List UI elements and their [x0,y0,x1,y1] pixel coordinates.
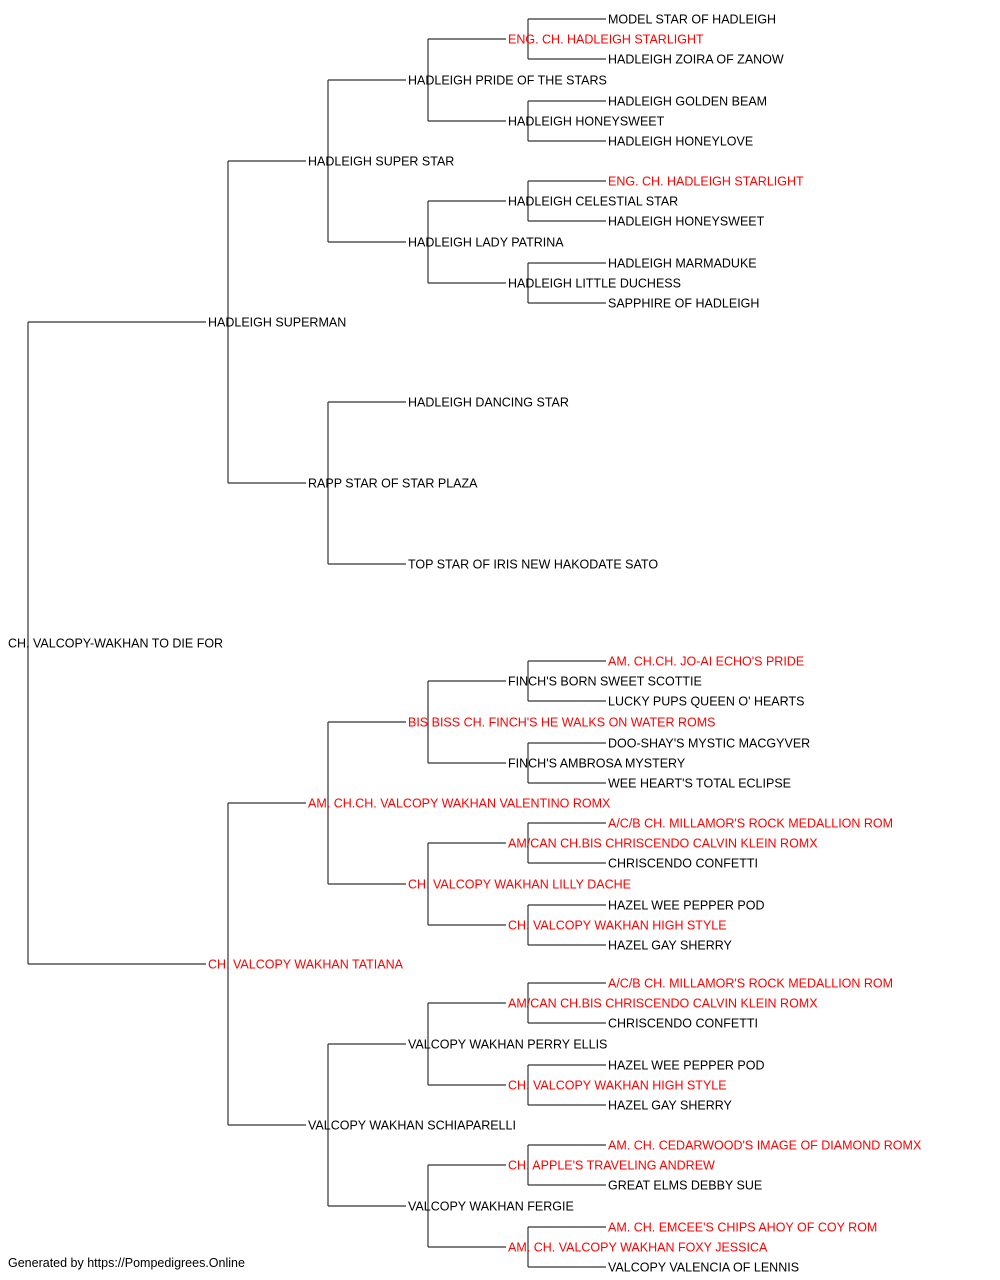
ancestor-name: RAPP STAR OF STAR PLAZA [308,477,478,491]
ancestor-name: AM. CH.CH. JO-AI ECHO'S PRIDE [608,655,804,669]
ancestor-name: HAZEL WEE PEPPER POD [608,1059,765,1073]
ancestor-name: CH. APPLE'S TRAVELING ANDREW [508,1159,715,1173]
ancestor-name: FINCH'S AMBROSA MYSTERY [508,757,686,771]
ancestor-name: WEE HEART'S TOTAL ECLIPSE [608,777,791,791]
ancestor-name: AM/CAN CH.BIS CHRISCENDO CALVIN KLEIN RO… [508,997,818,1011]
ancestor-name: TOP STAR OF IRIS NEW HAKODATE SATO [408,558,658,572]
subject-dog-name: CH. VALCOPY-WAKHAN TO DIE FOR [8,637,223,651]
ancestor-name: ENG. CH. HADLEIGH STARLIGHT [608,175,804,189]
ancestor-name: GREAT ELMS DEBBY SUE [608,1179,762,1193]
ancestor-name: HADLEIGH LADY PATRINA [408,236,564,250]
ancestor-name: A/C/B CH. MILLAMOR'S ROCK MEDALLION ROM [608,977,893,991]
ancestor-name: BIS BISS CH. FINCH'S HE WALKS ON WATER R… [408,716,716,730]
ancestor-name: AM. CH. VALCOPY WAKHAN FOXY JESSICA [508,1241,768,1255]
footer-credit: Generated by https://Pompedigrees.Online [8,1256,245,1270]
ancestor-name: HADLEIGH SUPERMAN [208,316,346,330]
ancestor-name: CH. VALCOPY WAKHAN HIGH STYLE [508,919,727,933]
ancestor-name: HADLEIGH GOLDEN BEAM [608,95,767,109]
ancestor-name: AM. CH. CEDARWOOD'S IMAGE OF DIAMOND ROM… [608,1139,922,1153]
ancestor-name: HADLEIGH ZOIRA OF ZANOW [608,53,784,67]
ancestor-name: HADLEIGH DANCING STAR [408,396,569,410]
ancestor-name: HADLEIGH SUPER STAR [308,155,454,169]
ancestor-name: VALCOPY VALENCIA OF LENNIS [608,1261,799,1275]
ancestor-name: HADLEIGH LITTLE DUCHESS [508,277,681,291]
ancestor-name: CH. VALCOPY WAKHAN HIGH STYLE [508,1079,727,1093]
ancestor-name: CH. VALCOPY WAKHAN TATIANA [208,958,404,972]
ancestor-name: DOO-SHAY'S MYSTIC MACGYVER [608,737,810,751]
ancestor-name: HAZEL WEE PEPPER POD [608,899,765,913]
ancestor-name: CHRISCENDO CONFETTI [608,1017,758,1031]
ancestor-name: HADLEIGH HONEYLOVE [608,135,753,149]
ancestor-name: VALCOPY WAKHAN FERGIE [408,1200,574,1214]
ancestor-name: ENG. CH. HADLEIGH STARLIGHT [508,33,704,47]
ancestor-name: LUCKY PUPS QUEEN O' HEARTS [608,695,804,709]
ancestor-name: AM. CH.CH. VALCOPY WAKHAN VALENTINO ROMX [308,797,611,811]
ancestor-name: SAPPHIRE OF HADLEIGH [608,297,759,311]
ancestor-name: VALCOPY WAKHAN PERRY ELLIS [408,1038,607,1052]
ancestor-name: HADLEIGH HONEYSWEET [508,115,665,129]
ancestor-name: HAZEL GAY SHERRY [608,1099,733,1113]
ancestor-name: HADLEIGH CELESTIAL STAR [508,195,678,209]
ancestor-name: CH. VALCOPY WAKHAN LILLY DACHE [408,878,631,892]
ancestor-name: A/C/B CH. MILLAMOR'S ROCK MEDALLION ROM [608,817,893,831]
ancestor-name: HADLEIGH HONEYSWEET [608,215,765,229]
ancestor-name: FINCH'S BORN SWEET SCOTTIE [508,675,702,689]
ancestor-name: AM/CAN CH.BIS CHRISCENDO CALVIN KLEIN RO… [508,837,818,851]
ancestor-name: MODEL STAR OF HADLEIGH [608,13,776,27]
ancestor-name: AM. CH. EMCEE'S CHIPS AHOY OF COY ROM [608,1221,877,1235]
ancestor-name: VALCOPY WAKHAN SCHIAPARELLI [308,1119,516,1133]
ancestor-name: CHRISCENDO CONFETTI [608,857,758,871]
ancestor-name: HADLEIGH MARMADUKE [608,257,757,271]
ancestor-name: HADLEIGH PRIDE OF THE STARS [408,74,607,88]
ancestor-name: HAZEL GAY SHERRY [608,939,733,953]
